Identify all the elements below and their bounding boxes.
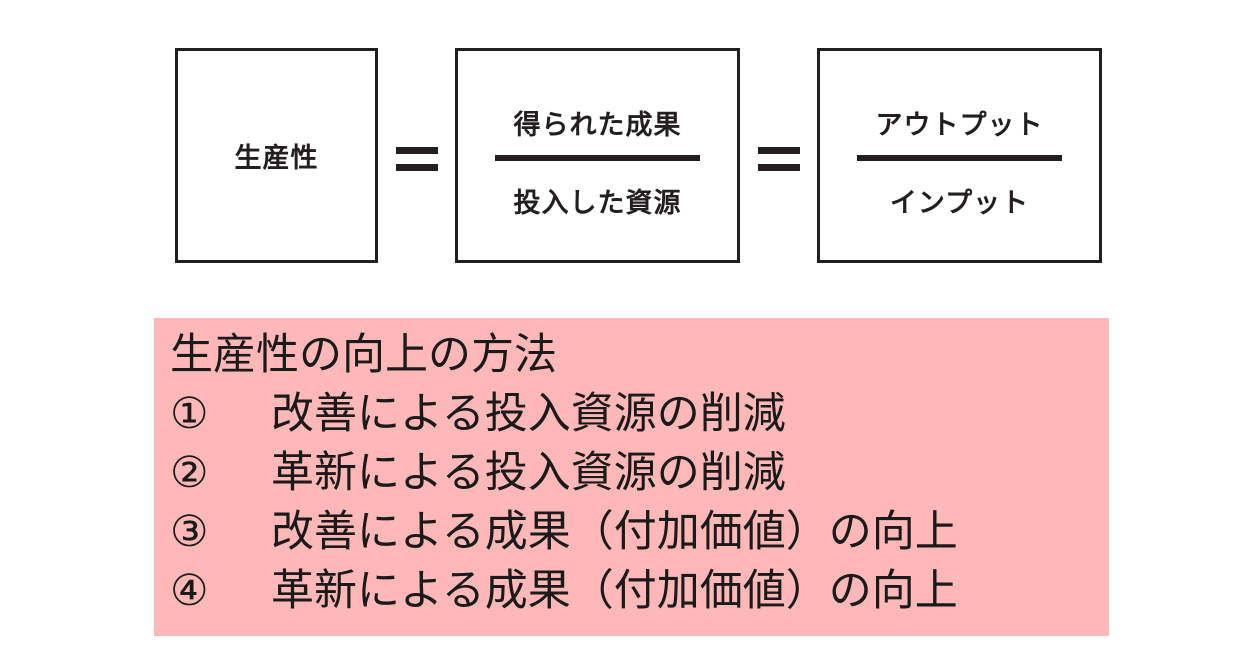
method-number: ③ [170, 507, 209, 557]
resources-denominator: 投入した資源 [513, 188, 682, 219]
results-resources-box: 得られた成果 投入した資源 [455, 48, 740, 263]
methods-title: 生産性の向上の方法 [170, 330, 557, 380]
method-item: ① 改善による投入資源の削減 [170, 385, 1109, 444]
productivity-box: 生産性 [175, 48, 378, 263]
output-input-box: アウトプット インプット [817, 48, 1102, 263]
fraction-bar-2 [857, 155, 1062, 161]
equals-sign-1 [396, 147, 438, 171]
method-text: 革新による成果（付加価値）の向上 [271, 566, 958, 616]
method-text: 革新による投入資源の削減 [271, 448, 786, 498]
method-item: ② 革新による投入資源の削減 [170, 444, 1109, 503]
method-number: ④ [170, 566, 209, 616]
method-item: ③ 改善による成果（付加価値）の向上 [170, 503, 1109, 562]
method-text: 改善による成果（付加価値）の向上 [271, 507, 958, 557]
method-item: ④ 革新による成果（付加価値）の向上 [170, 562, 1109, 621]
fraction-bar-1 [495, 155, 700, 161]
results-numerator: 得られた成果 [513, 110, 682, 141]
productivity-label: 生産性 [234, 143, 319, 174]
method-number: ② [170, 448, 209, 498]
input-denominator: インプット [889, 188, 1030, 219]
equals-sign-2 [758, 147, 800, 171]
output-numerator: アウトプット [875, 110, 1044, 141]
method-text: 改善による投入資源の削減 [271, 389, 786, 439]
method-number: ① [170, 389, 209, 439]
improvement-methods-panel: 生産性の向上の方法 ① 改善による投入資源の削減 ② 革新による投入資源の削減 ③ 改… [154, 318, 1109, 636]
